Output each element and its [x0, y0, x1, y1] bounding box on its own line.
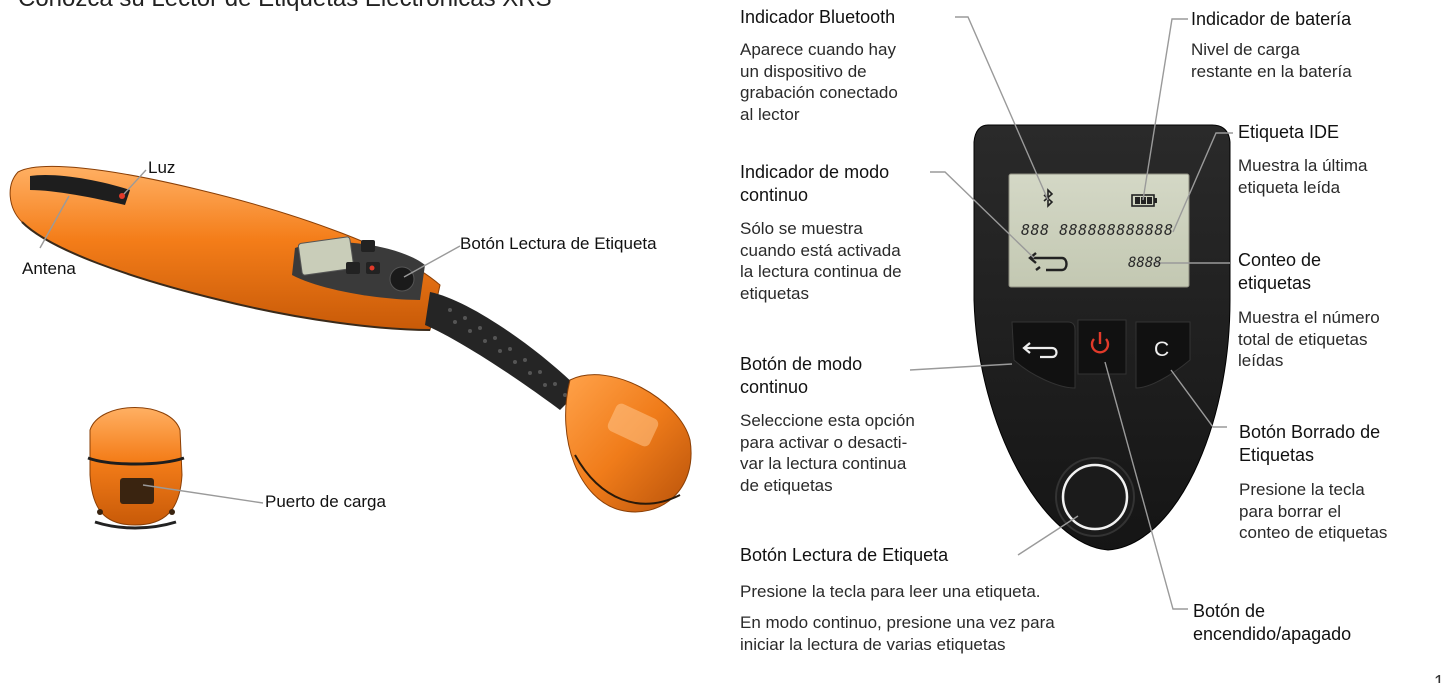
reader-wand — [9, 165, 692, 513]
callout-read-button-desc-1: Presione la tecla para leer una etiqueta… — [740, 582, 1041, 601]
callout-continuous-button-desc-2: para activar o desacti- — [740, 432, 908, 452]
callout-count-desc-1: Muestra el número — [1238, 308, 1380, 327]
callout-bluetooth-title: Indicador Bluetooth — [740, 7, 896, 27]
callout-power-title-2: encendido/apagado — [1193, 624, 1352, 644]
callout-battery-title: Indicador de batería — [1191, 9, 1352, 29]
callout-continuous-indicator-desc-1: Sólo se muestra — [740, 219, 863, 238]
callout-count-title-2: etiquetas — [1238, 273, 1312, 293]
callout-clear-title-2: Etiquetas — [1239, 445, 1315, 465]
callout-continuous-indicator-title-2: continuo — [740, 185, 809, 205]
callout-read-button-title: Botón Lectura de Etiqueta — [740, 545, 949, 565]
callout-read-button-desc-3: iniciar la lectura de varias etiquetas — [740, 634, 1006, 654]
callout-battery-desc-2: restante en la batería — [1191, 61, 1352, 81]
callout-bluetooth-desc-3: grabación conectado — [740, 83, 898, 102]
callout-clear-desc-2: para borrar el — [1239, 501, 1342, 521]
callout-continuous-button-title-1: Botón de modo — [740, 354, 863, 374]
continuous-button-loop-icon — [1022, 342, 1058, 359]
charging-cradle — [87, 407, 185, 530]
callout-bluetooth-desc-1: Aparece cuando hay — [740, 40, 896, 59]
label-antena: Antena — [22, 259, 76, 278]
lcd-bluetooth-icon — [1043, 188, 1054, 208]
callout-continuous-button-desc-1: Seleccione esta opción — [740, 411, 915, 430]
callout-battery-desc-1: Nivel de carga — [1191, 40, 1300, 59]
power-icon — [1090, 332, 1110, 354]
callout-eid-desc-2: etiqueta leída — [1238, 177, 1341, 197]
lcd-battery-icon — [1131, 194, 1157, 207]
callout-continuous-indicator-desc-2: cuando está activada — [740, 240, 901, 260]
label-boton-lectura: Botón Lectura de Etiqueta — [460, 234, 657, 253]
lcd-loop-arrows-icon — [1028, 252, 1068, 272]
callout-continuous-button-title-2: continuo — [740, 377, 809, 397]
lcd-tag-segments: 888 888888888888 — [1021, 221, 1174, 239]
callout-continuous-button-desc-4: de etiquetas — [740, 475, 833, 495]
callout-count-desc-3: leídas — [1238, 351, 1284, 370]
callout-read-button-desc-2: En modo continuo, presione una vez para — [740, 613, 1055, 632]
callout-continuous-indicator-title-1: Indicador de modo — [740, 162, 890, 182]
clear-button-label: C — [1154, 338, 1170, 361]
callout-eid-desc-1: Muestra la última — [1238, 156, 1368, 175]
button-glyphs — [1022, 332, 1110, 359]
callout-continuous-indicator-desc-3: la lectura continua de — [740, 262, 902, 281]
callout-continuous-indicator-desc-4: etiquetas — [740, 283, 809, 303]
lcd-count-segments: 8888 — [1128, 255, 1162, 271]
callout-bluetooth-desc-4: al lector — [740, 104, 800, 124]
lcd-glyphs — [1028, 188, 1157, 272]
callout-power-title-1: Botón de — [1193, 601, 1266, 621]
callout-clear-desc-1: Presione la tecla — [1239, 480, 1365, 499]
callout-count-desc-2: total de etiquetas — [1238, 329, 1368, 349]
callout-eid-title: Etiqueta IDE — [1238, 122, 1340, 142]
page-title: Conozca su Lector de Etiquetas Electróni… — [18, 0, 552, 13]
callout-clear-desc-3: conteo de etiquetas — [1239, 523, 1388, 542]
callout-clear-title-1: Botón Borrado de — [1239, 422, 1381, 442]
leader-lines — [39, 16, 1233, 610]
label-luz: Luz — [148, 158, 176, 177]
callout-continuous-button-desc-3: var la lectura continua — [740, 454, 907, 473]
callout-bluetooth-desc-2: un dispositivo de — [740, 61, 867, 81]
callout-count-title-1: Conteo de — [1238, 250, 1322, 270]
label-puerto-carga: Puerto de carga — [265, 492, 386, 511]
page-number: 1 — [1434, 672, 1443, 683]
